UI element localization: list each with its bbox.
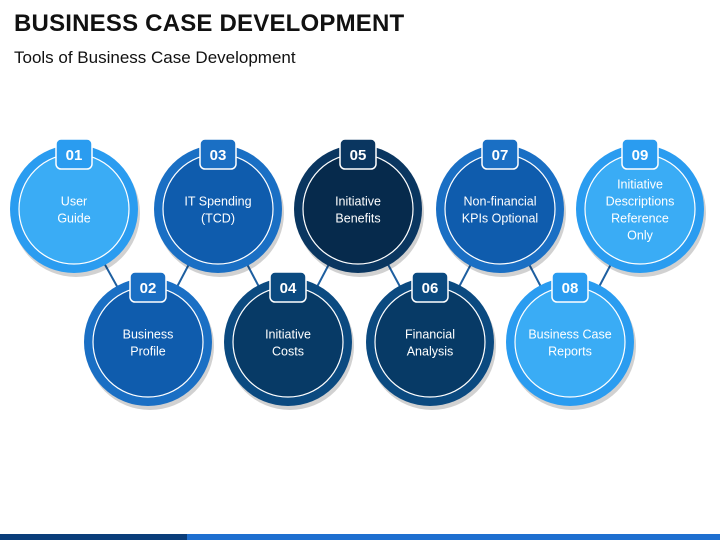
node-inner-circle [302,153,414,265]
node-inner-circle [162,153,274,265]
page-title: BUSINESS CASE DEVELOPMENT [14,10,405,37]
step-label-line: Business [123,328,174,342]
step-number: 07 [492,147,509,164]
node-inner-circle [444,153,556,265]
step-number-tab [199,138,237,170]
step-number-tab [55,138,93,170]
step-label-line: Guide [57,212,90,226]
step-label-line: Reports [548,345,592,359]
step-number-tab [411,271,449,303]
step-label-line: Business Case [528,328,611,342]
step-label-line: Reference [611,212,669,226]
step-label-line: KPIs Optional [462,212,538,226]
step-number: 01 [66,147,83,164]
step-number: 03 [210,147,227,164]
step-node-03: 03 IT Spending (TCD) [154,138,284,277]
page-subtitle: Tools of Business Case Development [14,48,296,67]
step-number-tab [269,271,307,303]
node-inner-circle [514,286,626,398]
step-number: 05 [350,147,367,164]
step-number: 09 [632,147,649,164]
node-inner-circle [584,153,696,265]
step-number-tab [339,138,377,170]
step-number-tab [621,138,659,170]
step-label-line: Profile [130,345,165,359]
step-label-line: Descriptions [606,195,675,209]
step-number: 08 [562,280,579,297]
node-inner-circle [92,286,204,398]
step-number: 04 [280,280,297,297]
node-inner-circle [232,286,344,398]
step-label-line: Financial [405,328,455,342]
step-label-line: User [61,195,87,209]
footer-bar [0,534,720,540]
step-label-line: Benefits [335,212,380,226]
step-label-line: IT Spending [184,195,251,209]
step-label-line: Initiative [617,178,663,192]
step-label-line: Only [627,229,653,243]
step-label-line: Analysis [407,345,454,359]
step-number-tab [481,138,519,170]
step-label-line: Initiative [335,195,381,209]
step-label-line: Initiative [265,328,311,342]
step-number: 06 [422,280,439,297]
node-inner-circle [374,286,486,398]
node-inner-circle [18,153,130,265]
step-label-line: Non-financial [464,195,537,209]
step-label-line: (TCD) [201,212,235,226]
step-label-line: Costs [272,345,304,359]
step-number-tab [129,271,167,303]
step-number: 02 [140,280,157,297]
step-number-tab [551,271,589,303]
